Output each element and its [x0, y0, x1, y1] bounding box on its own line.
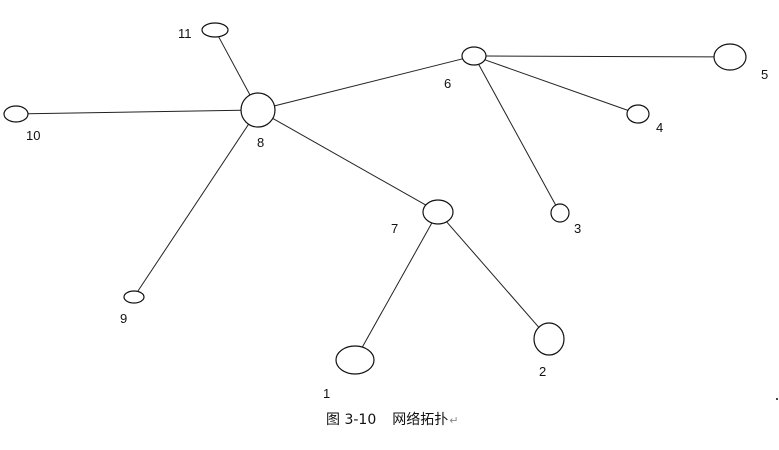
stray-mark [776, 398, 778, 400]
paragraph-mark: ↵ [449, 414, 459, 427]
node-label-2: 2 [539, 364, 546, 379]
node-5 [713, 43, 747, 71]
nodes-group [3, 22, 747, 375]
node-label-5: 5 [761, 67, 768, 82]
node-label-11: 11 [178, 26, 192, 41]
node-7 [422, 199, 454, 225]
node-label-10: 10 [26, 128, 40, 143]
edge-6-4 [484, 59, 629, 111]
edge-7-1 [361, 222, 433, 348]
figure-caption: 图 3-10 网络拓扑↵ [326, 411, 458, 430]
node-label-6: 6 [444, 76, 451, 91]
node-label-9: 9 [120, 311, 127, 326]
node-4 [626, 104, 650, 124]
node-9 [123, 290, 145, 304]
node-11 [201, 22, 229, 38]
figure-number: 图 3-10 [326, 412, 377, 428]
edge-8-7 [272, 117, 427, 206]
edge-8-9 [137, 123, 250, 292]
edge-6-5 [485, 55, 715, 58]
node-label-8: 8 [257, 135, 264, 150]
figure-title: 网络拓扑 [392, 412, 449, 428]
node-8 [240, 92, 276, 128]
edge-11-8 [218, 36, 251, 96]
node-3 [550, 203, 570, 223]
node-6 [461, 46, 487, 66]
edge-8-6 [274, 58, 463, 107]
node-label-7: 7 [391, 221, 398, 236]
edge-10-8 [27, 109, 242, 115]
node-1 [335, 345, 375, 375]
node-label-3: 3 [574, 221, 581, 236]
node-10 [3, 105, 29, 123]
edge-6-3 [478, 64, 557, 206]
node-labels-group: 1 2 3 4 5 6 7 8 9 10 11 [26, 26, 768, 401]
node-label-4: 4 [656, 120, 663, 135]
edge-7-2 [446, 221, 540, 328]
node-label-1: 1 [323, 386, 330, 401]
node-2 [533, 322, 565, 356]
edges-group [27, 36, 715, 348]
